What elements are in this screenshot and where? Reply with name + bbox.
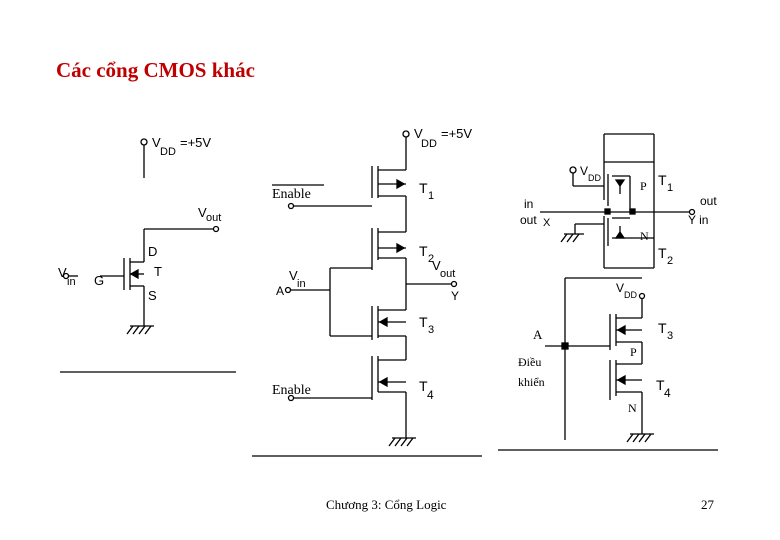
- y-in-label: Y in: [688, 213, 708, 227]
- p-type-label-2: P: [630, 345, 637, 359]
- t1-label: T: [419, 180, 428, 196]
- control-label-line1: Điều: [518, 355, 541, 369]
- circuit-single-mosfet: V DD =+5V V out D T S G V in: [58, 135, 236, 373]
- enable-bar-label: Enable: [272, 187, 311, 202]
- t1-label: T: [658, 172, 667, 188]
- vdd-label: V: [580, 164, 588, 178]
- control-label-line2: khiển: [518, 375, 545, 389]
- t2-label: T: [419, 243, 428, 259]
- vdd-value: =+5V: [441, 126, 472, 141]
- t4-label: T: [419, 378, 428, 394]
- node-x-label: X: [543, 217, 551, 229]
- vout-label: V: [198, 205, 207, 220]
- vin-label: V: [58, 265, 67, 280]
- n-type-label-2: N: [628, 401, 637, 415]
- vdd-subscript-2: DD: [624, 290, 637, 300]
- t3-label: T: [419, 314, 428, 330]
- output-y-label: Y: [451, 289, 459, 303]
- t3-subscript: 3: [667, 330, 673, 342]
- page-title: Các cổng CMOS khác: [56, 58, 255, 82]
- t2-label: T: [658, 245, 667, 261]
- t2-subscript: 2: [667, 255, 673, 267]
- in-left-label: in: [524, 197, 533, 211]
- vout-subscript: out: [206, 212, 221, 224]
- vdd-subscript: DD: [588, 173, 601, 183]
- vdd-subscript: DD: [421, 138, 437, 150]
- gate-label: G: [94, 273, 104, 288]
- circuit-tristate-inverter: V DD =+5V Enable T 1 T 2 V out V in A Y …: [252, 126, 482, 457]
- t4-subscript: 4: [664, 386, 671, 400]
- page-number: 27: [701, 497, 714, 512]
- drain-label: D: [148, 244, 157, 259]
- t4-label: T: [656, 377, 665, 393]
- t4-subscript: 4: [427, 388, 434, 402]
- footer-chapter: Chương 3: Cổng Logic: [326, 497, 447, 512]
- t3-label: T: [658, 320, 667, 336]
- p-type-label-1: P: [640, 179, 647, 193]
- input-a-label: A: [533, 327, 543, 342]
- t2-subscript: 2: [428, 253, 434, 265]
- t3-subscript: 3: [428, 324, 434, 336]
- out-right-label: out: [700, 194, 717, 208]
- t1-subscript: 1: [667, 182, 673, 194]
- vout-subscript: out: [440, 268, 455, 280]
- vdd-value: =+5V: [180, 135, 211, 150]
- vdd-label: V: [152, 135, 161, 150]
- source-label: S: [148, 288, 157, 303]
- t1-subscript: 1: [428, 190, 434, 202]
- vdd-label-2: V: [616, 281, 624, 295]
- circuit-transmission-gate: V DD T 1 P N in out X out Y in T 2 V DD …: [498, 133, 718, 451]
- vin-subscript: in: [67, 276, 76, 288]
- transistor-label: T: [154, 264, 162, 279]
- vin-label: V: [289, 268, 298, 283]
- enable-label: Enable: [272, 383, 311, 398]
- vout-label: V: [432, 258, 441, 273]
- vdd-label: V: [414, 126, 423, 141]
- vdd-subscript: DD: [160, 146, 176, 158]
- input-a-label: A: [276, 284, 284, 298]
- vin-subscript: in: [297, 278, 306, 290]
- n-type-label-1: N: [640, 229, 649, 243]
- out-left-label: out: [520, 213, 537, 227]
